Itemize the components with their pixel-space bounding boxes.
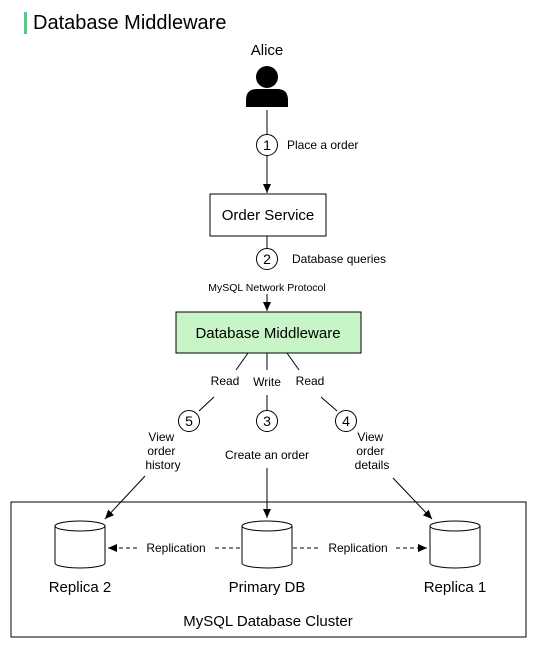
step-5-number: 5 bbox=[185, 413, 193, 429]
step-3-label: Create an order bbox=[225, 448, 309, 462]
step-1-badge: 1 bbox=[256, 134, 278, 156]
read-right-label: Read bbox=[296, 374, 325, 388]
step-4-label-line-2: order bbox=[356, 444, 384, 458]
step-5-label-line-1: View bbox=[148, 430, 174, 444]
step-3-badge: 3 bbox=[256, 410, 278, 432]
step-4-label: View order details bbox=[355, 430, 390, 472]
middleware-box bbox=[175, 311, 362, 354]
step-1-label: Place a order bbox=[287, 138, 358, 152]
step-4-label-line-3: details bbox=[355, 458, 390, 472]
replication-right-label: Replication bbox=[328, 541, 387, 555]
arrow-to-replica-2 bbox=[104, 475, 146, 520]
step-2-number: 2 bbox=[263, 251, 271, 267]
read-right-branch-upper bbox=[286, 352, 300, 371]
replica-1-db-icon bbox=[429, 520, 481, 569]
step-5-label-line-2: order bbox=[147, 444, 175, 458]
protocol-label: MySQL Network Protocol bbox=[208, 282, 325, 294]
read-left-branch-middle bbox=[198, 396, 215, 412]
arrow-to-replica-1 bbox=[392, 477, 433, 520]
order-service-label: Order Service bbox=[222, 207, 315, 224]
replica-2-label: Replica 2 bbox=[49, 579, 112, 596]
read-left-branch-upper bbox=[235, 352, 249, 371]
order-service-box bbox=[209, 193, 327, 237]
title-accent-bar bbox=[24, 12, 27, 34]
replication-left-label: Replication bbox=[146, 541, 205, 555]
page-title: Database Middleware bbox=[33, 12, 227, 34]
middleware-label: Database Middleware bbox=[195, 325, 340, 342]
cluster-frame bbox=[10, 501, 527, 638]
replica-2-db-icon bbox=[54, 520, 106, 569]
step-5-label-line-3: history bbox=[145, 458, 180, 472]
primary-db-label: Primary DB bbox=[229, 579, 306, 596]
primary-db-icon bbox=[241, 520, 293, 569]
replica-1-label: Replica 1 bbox=[424, 579, 487, 596]
step-1-number: 1 bbox=[263, 137, 271, 153]
step-4-badge: 4 bbox=[335, 410, 357, 432]
step-4-label-line-1: View bbox=[357, 430, 383, 444]
step-2-badge: 2 bbox=[256, 248, 278, 270]
cluster-label: MySQL Database Cluster bbox=[183, 613, 353, 630]
read-left-label: Read bbox=[211, 374, 240, 388]
step-5-badge: 5 bbox=[178, 410, 200, 432]
step-3-number: 3 bbox=[263, 413, 271, 429]
user-icon bbox=[246, 66, 288, 107]
step-4-number: 4 bbox=[342, 413, 350, 429]
actor-name: Alice bbox=[251, 42, 284, 59]
step-5-label: View order history bbox=[145, 430, 180, 472]
read-right-branch-middle bbox=[320, 396, 338, 412]
write-label: Write bbox=[253, 375, 281, 389]
step-2-label: Database queries bbox=[292, 252, 386, 266]
